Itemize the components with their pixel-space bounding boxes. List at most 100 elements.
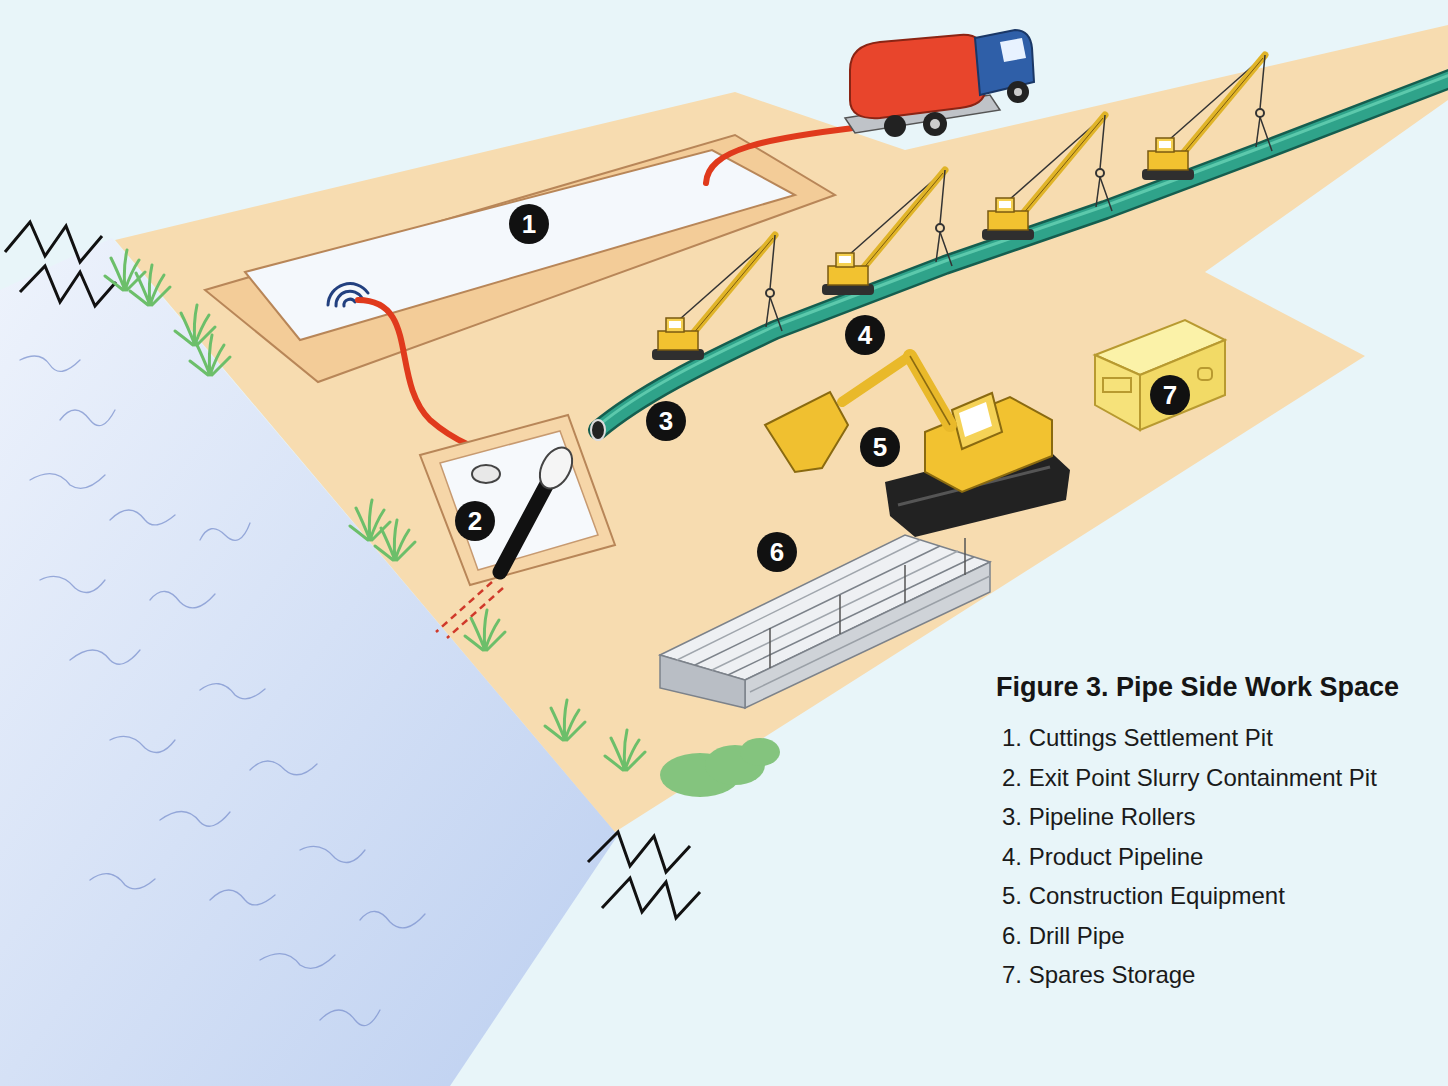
callout-number: 6 <box>757 532 797 572</box>
grass-group-part <box>375 520 415 560</box>
excavator-part <box>910 356 950 425</box>
water-ripples-part <box>20 356 80 371</box>
key-item: 4. Product Pipeline <box>1002 843 1203 871</box>
drill-pipe-rack-part <box>712 551 958 670</box>
grass-group-part <box>130 265 170 305</box>
drill-pipe-rack-part <box>745 562 990 708</box>
spares-container-part <box>1198 368 1212 380</box>
spares-container <box>1095 320 1225 430</box>
break-symbol-part <box>20 266 116 306</box>
drill-exit-part <box>500 482 548 572</box>
key-item: 6. Drill Pipe <box>1002 922 1125 950</box>
water-ripples-part <box>320 1010 380 1026</box>
site-illustration-part <box>982 115 1112 240</box>
water-ripples-part <box>300 846 365 862</box>
grass-group-part <box>105 250 145 290</box>
excavator-part <box>765 392 848 472</box>
key-item: 1. Cuttings Settlement Pit <box>1002 724 1273 752</box>
callout-text: 4 <box>858 322 872 348</box>
callout-text: 3 <box>659 408 673 434</box>
water-ripples-part <box>250 761 317 775</box>
product-pipeline <box>591 71 1448 440</box>
callout-text: 5 <box>873 434 887 460</box>
grass-group-part <box>175 305 215 345</box>
drill-exit <box>436 442 579 638</box>
water-ripples-part <box>200 684 265 699</box>
water-ripples-part <box>40 576 105 592</box>
break-symbol-part <box>602 878 700 918</box>
callout-text: 1 <box>522 211 536 237</box>
vacuum-truck-part <box>1000 38 1026 62</box>
break-symbol-part <box>588 832 690 872</box>
vacuum-truck-part <box>1007 81 1029 103</box>
water-ripples-part <box>210 890 275 905</box>
grass-group-part <box>605 730 645 770</box>
slurry-hose <box>706 125 880 183</box>
water-ripples-part <box>360 911 425 927</box>
vacuum-truck-part <box>884 115 906 137</box>
vacuum-truck-part <box>1014 88 1022 96</box>
callout-number: 3 <box>646 401 686 441</box>
water-ripples-part <box>90 874 155 889</box>
excavator-part <box>842 356 910 402</box>
product-pipeline-part <box>598 75 1448 430</box>
drill-pipe-rack-part <box>750 576 990 692</box>
water-ripples-part <box>200 523 250 540</box>
drill-pipe-rack-part <box>904 565 906 603</box>
containment-pit-berm <box>420 415 615 585</box>
vacuum-truck-part <box>930 119 940 129</box>
drill-pipe-rack-part <box>839 595 841 634</box>
drill-pipe-rack-part <box>660 655 745 708</box>
key-item: 5. Construction Equipment <box>1002 882 1285 910</box>
drill-exit-part <box>436 582 492 632</box>
key-item: 3. Pipeline Rollers <box>1002 803 1195 831</box>
callout-number: 1 <box>509 204 549 244</box>
water-ripples-part <box>30 474 105 489</box>
excavator-part <box>952 393 1002 449</box>
figure-title: Figure 3. Pipe Side Work Space <box>996 672 1399 703</box>
product-pipeline-part <box>598 71 1448 426</box>
bush <box>660 738 780 797</box>
water-ripples-part <box>110 510 175 525</box>
excavator-part <box>910 356 950 425</box>
water-ripples-part <box>70 650 140 664</box>
vacuum-truck <box>845 30 1034 137</box>
vacuum-truck-part <box>923 112 947 136</box>
water-ripples-part <box>150 591 215 607</box>
drill-exit-part <box>472 465 500 483</box>
spares-container-part <box>1140 340 1225 430</box>
callout-number: 4 <box>845 315 885 355</box>
product-pipeline-part <box>591 420 605 440</box>
drill-pipe-rack-part <box>695 546 940 665</box>
callout-text: 7 <box>1163 382 1177 408</box>
key-item: 2. Exit Point Slurry Containment Pit <box>1002 764 1377 792</box>
water-ripples-part <box>160 811 230 826</box>
drill-pipe-rack-part <box>964 538 966 575</box>
product-pipeline-part <box>598 75 1448 430</box>
excavator <box>765 356 1070 537</box>
site-illustration-part <box>822 170 952 295</box>
key-item: 7. Spares Storage <box>1002 961 1195 989</box>
drill-exit-part <box>447 588 503 638</box>
grass-group-part <box>190 335 230 375</box>
callout-number: 5 <box>860 427 900 467</box>
callout-number: 7 <box>1150 375 1190 415</box>
grass-group-part <box>545 700 585 740</box>
water-ripples-part <box>260 954 335 969</box>
spares-container-part <box>1095 355 1140 430</box>
pump-symbol-part <box>344 299 355 306</box>
drill-exit-part <box>533 442 578 494</box>
water-ripples-part <box>60 410 115 426</box>
vacuum-truck-part <box>850 35 985 118</box>
callout-text: 2 <box>468 508 482 534</box>
bush-part <box>740 738 780 766</box>
excavator-part <box>959 402 992 437</box>
water-ripples-part <box>110 736 175 752</box>
callout-text: 6 <box>770 539 784 565</box>
spares-container-part <box>1103 378 1131 392</box>
site-illustration-part <box>652 235 782 360</box>
drill-pipe-rack-part <box>769 628 771 668</box>
